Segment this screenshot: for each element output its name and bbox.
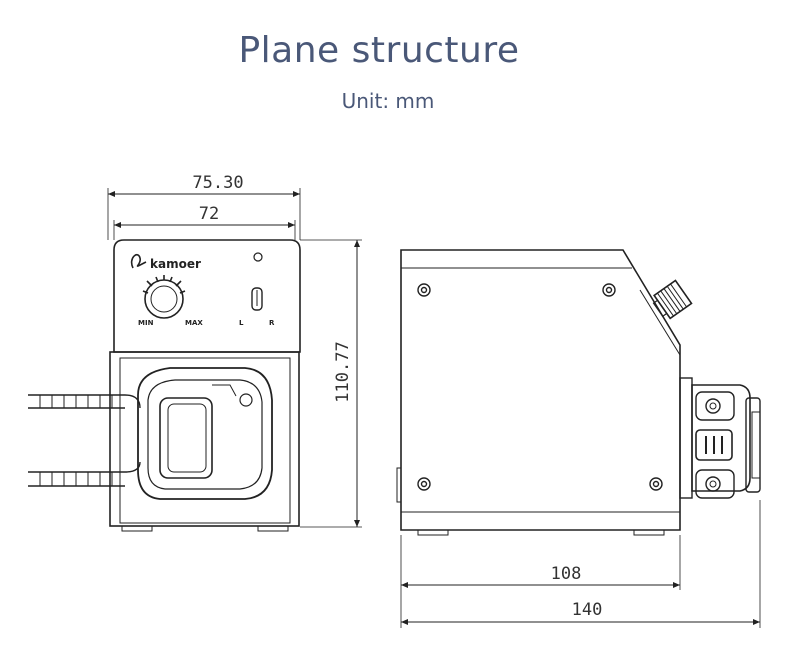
pump-head xyxy=(137,367,273,500)
brand-logo: kamoer xyxy=(150,257,201,271)
dim-side-body: 108 xyxy=(551,564,582,584)
side-knob xyxy=(652,279,693,320)
front-body xyxy=(109,351,300,527)
foot-right xyxy=(257,525,289,532)
control-panel xyxy=(113,239,301,353)
side-screw-icons xyxy=(417,283,663,491)
front-view xyxy=(28,188,362,532)
knob-max-label: MAX xyxy=(185,319,203,327)
kamoer-logo-icon xyxy=(130,253,147,269)
tube-upper xyxy=(28,394,141,409)
side-view xyxy=(396,249,761,628)
page-title: Plane structure xyxy=(238,30,520,71)
pump-window xyxy=(159,397,213,479)
side-body xyxy=(400,249,681,531)
switch-right-label: R xyxy=(269,319,275,327)
indicator-led xyxy=(253,252,263,262)
side-foot-right xyxy=(633,529,665,536)
direction-switch xyxy=(251,287,263,311)
switch-left-label: L xyxy=(239,319,244,327)
side-pump-flange xyxy=(679,377,693,499)
tube-lower xyxy=(28,461,141,487)
side-pump-head xyxy=(691,384,751,492)
side-grip-icon xyxy=(695,429,733,461)
pump-screw-icon xyxy=(239,393,253,407)
dim-front-outer: 75.30 xyxy=(192,173,243,193)
unit-label: Unit: mm xyxy=(341,89,435,113)
dim-height: 110.77 xyxy=(333,341,353,402)
foot-left xyxy=(121,525,153,532)
dim-front-inner: 72 xyxy=(199,204,219,224)
knob-min-label: MIN xyxy=(138,319,154,327)
side-foot-left xyxy=(417,529,449,536)
dim-side-total: 140 xyxy=(572,600,603,620)
